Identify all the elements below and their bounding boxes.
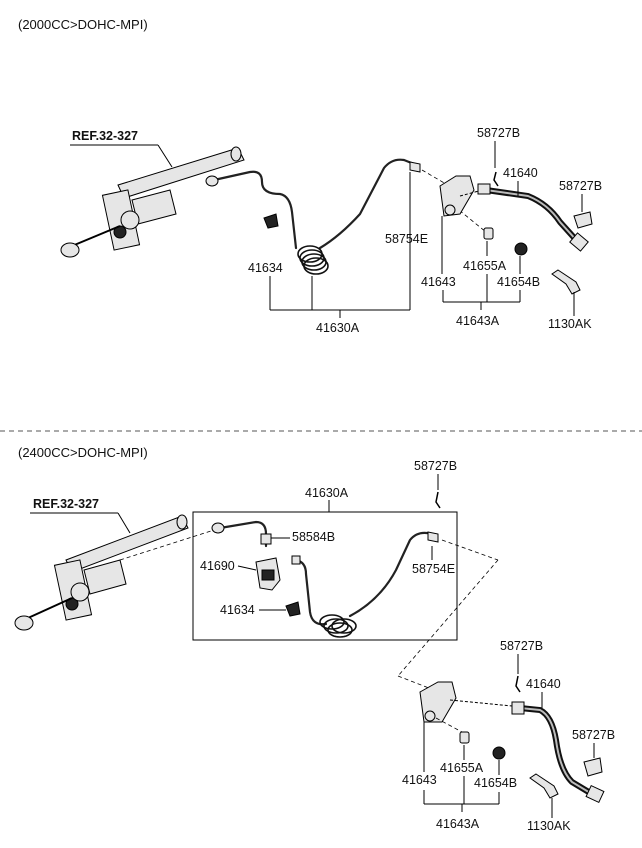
- nut-41654b: [492, 746, 506, 760]
- label-58727b-right: 58727B: [572, 728, 615, 742]
- leader: [237, 565, 257, 571]
- hose-fitting-bottom: [569, 232, 589, 252]
- coil-damper: [319, 614, 357, 638]
- clutch-master-cylinder: [60, 146, 245, 258]
- tube-fitting-right: [409, 161, 421, 173]
- tube-left: [212, 170, 298, 250]
- label-41690: 41690: [200, 559, 235, 573]
- label-58727b-mid: 58727B: [500, 639, 543, 653]
- hose-fitting-top: [511, 701, 525, 715]
- rod-end: [176, 514, 188, 530]
- bolt-1130ak: [529, 773, 559, 799]
- label-1130ak: 1130AK: [548, 317, 592, 331]
- bracket-hole: [424, 710, 436, 722]
- ref-leader: [157, 144, 173, 168]
- clip-58727b-top: [493, 171, 499, 187]
- ref-leader: [117, 512, 131, 534]
- fitting-58584b: [260, 533, 272, 545]
- label-58727b-right: 58727B: [559, 179, 602, 193]
- clevis: [14, 615, 34, 631]
- group-bracket-41643a: [442, 274, 521, 310]
- clip-58727b-mid: [515, 675, 521, 693]
- label-41634: 41634: [220, 603, 255, 617]
- clutch-tube-assembly: [205, 158, 421, 275]
- clip-58727b-top: [435, 491, 441, 509]
- boot: [70, 582, 90, 602]
- hose-fitting-bottom: [585, 784, 605, 804]
- guide-line: [435, 717, 463, 733]
- guide-line: [397, 559, 499, 677]
- clip-41634: [285, 601, 301, 617]
- label-41643a: 41643A: [436, 817, 480, 831]
- label-41640: 41640: [503, 166, 538, 180]
- section-2400cc: (2400CC>DOHC-MPI) REF.32-327: [14, 445, 615, 833]
- flex-hose-41640: [477, 183, 589, 252]
- tube-lower: [294, 558, 328, 626]
- ref-label: REF.32-327: [72, 129, 138, 143]
- group-bracket-41643a: [423, 776, 500, 812]
- push-rod: [27, 597, 73, 619]
- group-bracket-41630a: [269, 172, 411, 318]
- coil-damper: [297, 245, 329, 275]
- flex-hose-41640: [511, 701, 605, 804]
- label-41655a: 41655A: [463, 259, 507, 273]
- cylinder-body: [83, 559, 127, 595]
- label-41630a: 41630A: [316, 321, 360, 335]
- section-2000cc: (2000CC>DOHC-MPI) REF.32-327: [18, 17, 602, 335]
- hose-fitting-top: [477, 183, 491, 195]
- master-cylinder-rod: [117, 147, 245, 199]
- tube-fitting-left: [211, 522, 225, 534]
- bracket-hole: [444, 204, 456, 216]
- label-58754e: 58754E: [385, 232, 428, 246]
- label-41640: 41640: [526, 677, 561, 691]
- guide-line: [421, 169, 447, 185]
- section-title: (2400CC>DOHC-MPI): [18, 445, 148, 460]
- tube-fitting-left: [205, 175, 219, 187]
- section-title: (2000CC>DOHC-MPI): [18, 17, 148, 32]
- tube-right: [318, 158, 416, 250]
- label-41634: 41634: [248, 261, 283, 275]
- tube-upper-left: [218, 520, 268, 548]
- clutch-tube-assembly: [211, 520, 439, 638]
- label-41643a: 41643A: [456, 314, 500, 328]
- clip-41634: [263, 213, 279, 229]
- push-rod: [71, 225, 121, 247]
- bushing-41655a: [483, 227, 494, 240]
- label-41643: 41643: [421, 275, 456, 289]
- tube-fitting-right: [427, 531, 439, 543]
- rod-end: [230, 146, 242, 162]
- label-58584b: 58584B: [292, 530, 335, 544]
- bracket-guide: [449, 699, 513, 707]
- assembly-box-41630a: [192, 511, 458, 641]
- label-41655a: 41655A: [440, 761, 484, 775]
- ref-label: REF.32-327: [33, 497, 99, 511]
- nut-41654b: [514, 242, 528, 256]
- clip-58727b-right: [573, 211, 593, 229]
- label-58727b-top: 58727B: [477, 126, 520, 140]
- label-41630a: 41630A: [305, 486, 349, 500]
- clutch-master-cylinder: [14, 514, 189, 631]
- tube-fitting-lower: [291, 555, 301, 565]
- guide-line: [441, 539, 499, 561]
- tube-right: [348, 531, 434, 618]
- label-41654b: 41654B: [474, 776, 517, 790]
- label-58754e: 58754E: [412, 562, 455, 576]
- label-41654b: 41654B: [497, 275, 540, 289]
- boot: [120, 210, 140, 230]
- bolt-1130ak: [551, 269, 581, 295]
- label-41643: 41643: [402, 773, 437, 787]
- label-1130ak: 1130AK: [527, 819, 571, 833]
- damper-valve-41690: [255, 557, 281, 591]
- clip-58727b-right: [583, 757, 603, 777]
- bushing-41655a: [459, 731, 470, 744]
- label-58727b-top: 58727B: [414, 459, 457, 473]
- guide-line: [119, 529, 215, 561]
- clevis: [60, 242, 80, 258]
